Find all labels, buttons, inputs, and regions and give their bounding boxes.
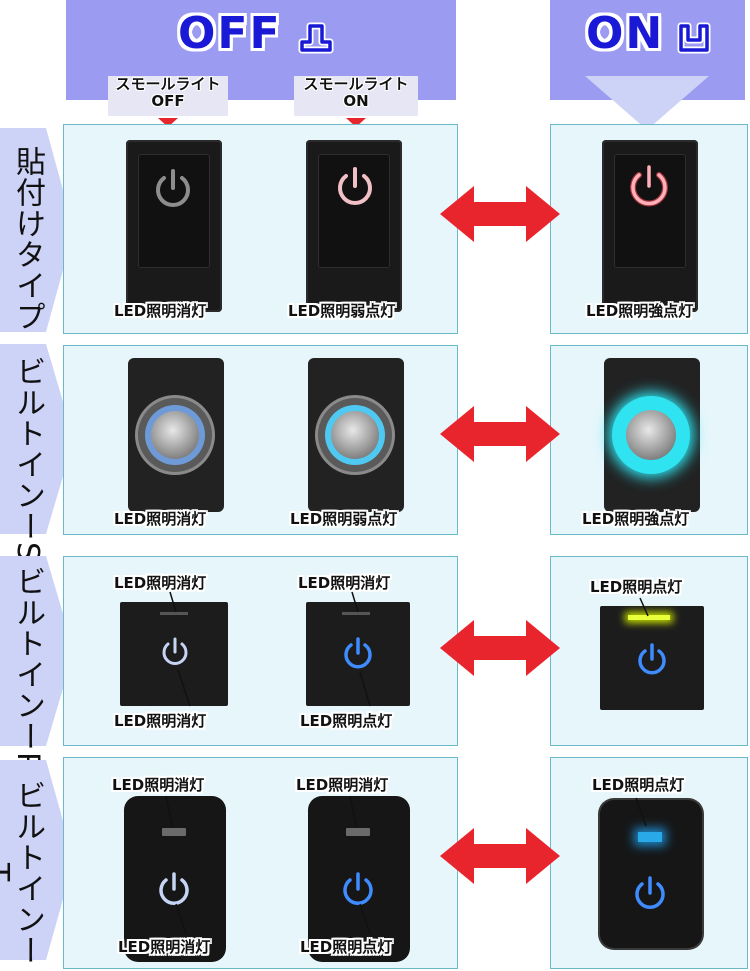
small-light-off-label: スモールライト OFF: [108, 76, 228, 116]
power-icon: [156, 169, 190, 207]
power-icon: [338, 167, 372, 205]
power-icon: [159, 872, 189, 905]
row-tab-3: [0, 556, 74, 746]
builtin-t-switch-lit: [600, 800, 702, 948]
led-window: [638, 832, 662, 842]
metal-button-cap: [151, 411, 199, 459]
row2-caption-off: LED照明消灯: [114, 510, 207, 528]
double-arrow-icon: [440, 828, 560, 884]
power-icon: [635, 876, 665, 909]
power-icon: [343, 872, 373, 905]
off-title: OFF: [178, 8, 282, 59]
double-arrow-icon: [440, 406, 560, 462]
off-switch-icon: [298, 22, 334, 54]
power-icon: [630, 165, 668, 207]
row4-top-caption-2: LED照明消灯: [296, 776, 389, 794]
row3-bottom-caption-2: LED照明点灯: [300, 712, 393, 730]
power-icon: [344, 637, 372, 669]
small-light-off-pointer: [158, 118, 178, 127]
row-label-sticker: 貼付けタイプ: [10, 146, 45, 332]
builtin-p-switch-off: [120, 602, 228, 706]
row3-top-caption-2: LED照明消灯: [298, 574, 391, 592]
power-icon: [638, 643, 666, 675]
double-arrow-icon: [440, 186, 560, 242]
metal-button-cap: [331, 411, 379, 459]
row-tab-2: [0, 344, 74, 534]
double-arrow-icon: [440, 620, 560, 676]
row1-caption-weak: LED照明弱点灯: [288, 302, 396, 320]
row-label-builtin-s: ビルトインーS: [10, 356, 45, 563]
row-label-builtin-p: ビルトインーP: [10, 566, 45, 772]
row2-caption-strong: LED照明強点灯: [582, 510, 690, 528]
row3-bottom-caption-1: LED照明消灯: [114, 712, 207, 730]
power-icon: [162, 637, 188, 665]
row1-caption-strong: LED照明強点灯: [586, 302, 694, 320]
small-light-on-pointer: [346, 118, 366, 127]
metal-button-cap: [626, 410, 676, 460]
row3-top-caption-3: LED照明点灯: [590, 578, 683, 596]
on-switch-icon: [677, 22, 711, 54]
row4-top-caption-1: LED照明消灯: [112, 776, 205, 794]
row3-top-caption-1: LED照明消灯: [114, 574, 207, 592]
on-title: ON: [586, 8, 665, 59]
small-light-on-label: スモールライト ON: [294, 76, 418, 116]
row-tab-4: [0, 760, 74, 960]
sticker-switch-weak: [306, 140, 402, 312]
row-tab-1: [0, 128, 74, 332]
on-header-pointer: [585, 76, 709, 130]
row4-bottom-caption-1: LED照明消灯: [118, 938, 211, 956]
row-label-builtin-t: ビルトインーT: [0, 779, 45, 966]
row4-bottom-caption-2: LED照明点灯: [300, 938, 393, 956]
row2-caption-weak: LED照明弱点灯: [290, 510, 398, 528]
led-bar: [628, 615, 670, 620]
row4-top-caption-3: LED照明点灯: [592, 776, 685, 794]
row1-caption-off: LED照明消灯: [114, 302, 207, 320]
